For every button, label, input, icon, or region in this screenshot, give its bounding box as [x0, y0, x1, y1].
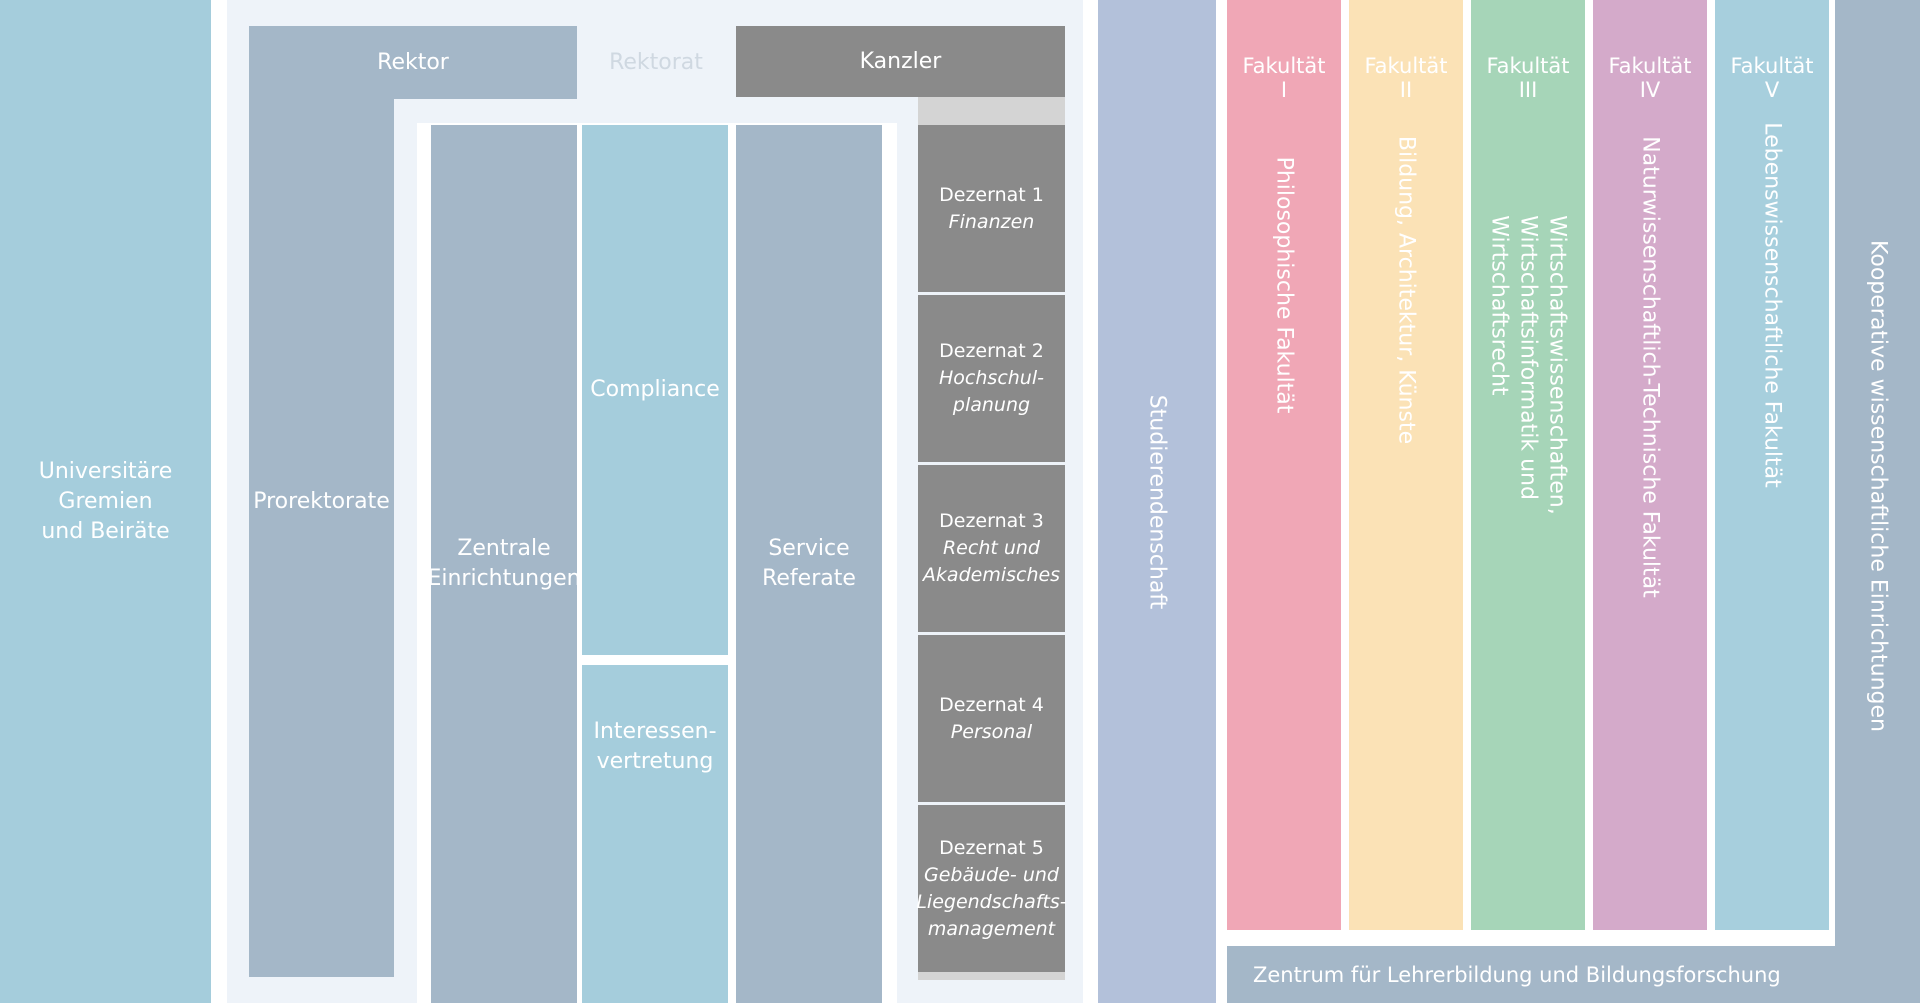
dezernate-footer-bar	[918, 972, 1065, 980]
fakultaet-4: Fakultät IV Naturwissenschaftlich-Techni…	[1593, 0, 1707, 930]
fakultaet-2-name: Bildung, Architektur, Künste	[1393, 135, 1419, 445]
studierendenschaft-label: Studierendenschaft	[1144, 394, 1170, 609]
kanzler-label: Kanzler	[859, 48, 942, 74]
studierendenschaft-box: Studierendenschaft	[1098, 0, 1216, 1003]
compliance-label: Compliance	[590, 377, 720, 402]
dezernate-header-bar	[918, 97, 1065, 125]
fakultaet-5-title: Fakultät V	[1730, 54, 1814, 102]
dezernat-4-title: Dezernat 4	[939, 693, 1044, 716]
dezernat-2: Dezernat 2 Hochschul- planung	[918, 295, 1065, 462]
rektorat-label: Rektorat	[609, 49, 703, 75]
dezernat-1-sub: Finanzen	[948, 210, 1035, 233]
gremien-box: Universitäre Gremien und Beiräte	[0, 0, 211, 1003]
dezernat-4-sub: Personal	[950, 720, 1033, 743]
interessen-box: Interessen- vertretung	[582, 665, 728, 1003]
service-label: Service Referate	[762, 536, 856, 591]
prorektorate-label: Prorektorate	[253, 488, 390, 514]
dezernat-1-title: Dezernat 1	[939, 183, 1044, 206]
dezernat-2-title: Dezernat 2	[939, 340, 1044, 362]
fakultaet-4-name: Naturwissenschaftlich-Technische Fakultä…	[1637, 136, 1663, 598]
fakultaet-1: Fakultät I Philosophische Fakultät	[1227, 0, 1341, 930]
interessen-label: Interessen- vertretung	[593, 719, 717, 774]
fakultaet-1-name: Philosophische Fakultät	[1271, 156, 1297, 414]
dezernat-3-title: Dezernat 3	[939, 510, 1044, 532]
rektorat-label-box: Rektorat	[577, 26, 735, 99]
fakultaet-1-title: Fakultät I	[1242, 54, 1326, 102]
rektor-header-top: Rektor	[249, 26, 577, 99]
fakultaet-5: Fakultät V Lebenswissenschaftliche Fakul…	[1715, 0, 1829, 930]
fakultaet-2-title: Fakultät II	[1364, 54, 1448, 102]
zentrale-label: Zentrale Einrichtungen	[427, 536, 581, 591]
gremien-label: Universitäre Gremien und Beiräte	[38, 458, 173, 544]
dezernat-5-title: Dezernat 5	[939, 836, 1044, 859]
dezernat-5-sub: Gebäude- und Liegendschafts- management	[916, 863, 1067, 940]
fakultaet-3-title: Fakultät III	[1486, 54, 1570, 102]
prorektorate-box: Prorektorate	[249, 26, 394, 977]
dezernat-5: Dezernat 5 Gebäude- und Liegendschafts- …	[916, 805, 1067, 972]
kanzler-box: Kanzler	[736, 26, 1065, 97]
kooperativ-label: Kooperative wissenschaftliche Einrichtun…	[1865, 239, 1890, 732]
fakultaet-3-name: Wirtschaftswissenschaften, Wirtschaftsin…	[1486, 215, 1570, 515]
fakultaet-3: Fakultät III Wirtschaftswissenschaften, …	[1471, 0, 1585, 930]
dezernat-2-sub: Hochschul- planung	[939, 367, 1044, 416]
dezernat-1: Dezernat 1 Finanzen	[918, 125, 1065, 292]
fakultaet-2: Fakultät II Bildung, Architektur, Künste	[1349, 0, 1463, 930]
rektor-label-top: Rektor	[377, 49, 449, 75]
service-box: Service Referate	[736, 125, 882, 1003]
zentrum-box: Zentrum für Lehrerbildung und Bildungsfo…	[1227, 946, 1920, 1003]
dezernat-3: Dezernat 3 Recht und Akademisches	[918, 465, 1065, 632]
dezernat-4: Dezernat 4 Personal	[918, 635, 1065, 802]
dezernat-3-sub: Recht und Akademisches	[922, 537, 1061, 586]
zentrum-label: Zentrum für Lehrerbildung und Bildungsfo…	[1253, 962, 1781, 987]
zentrale-box: Zentrale Einrichtungen	[427, 125, 581, 1003]
compliance-box: Compliance	[582, 125, 728, 655]
fakultaet-5-name: Lebenswissenschaftliche Fakultät	[1759, 122, 1785, 488]
kooperativ-box: Kooperative wissenschaftliche Einrichtun…	[1835, 0, 1920, 1003]
fakultaet-4-title: Fakultät IV	[1608, 54, 1692, 102]
